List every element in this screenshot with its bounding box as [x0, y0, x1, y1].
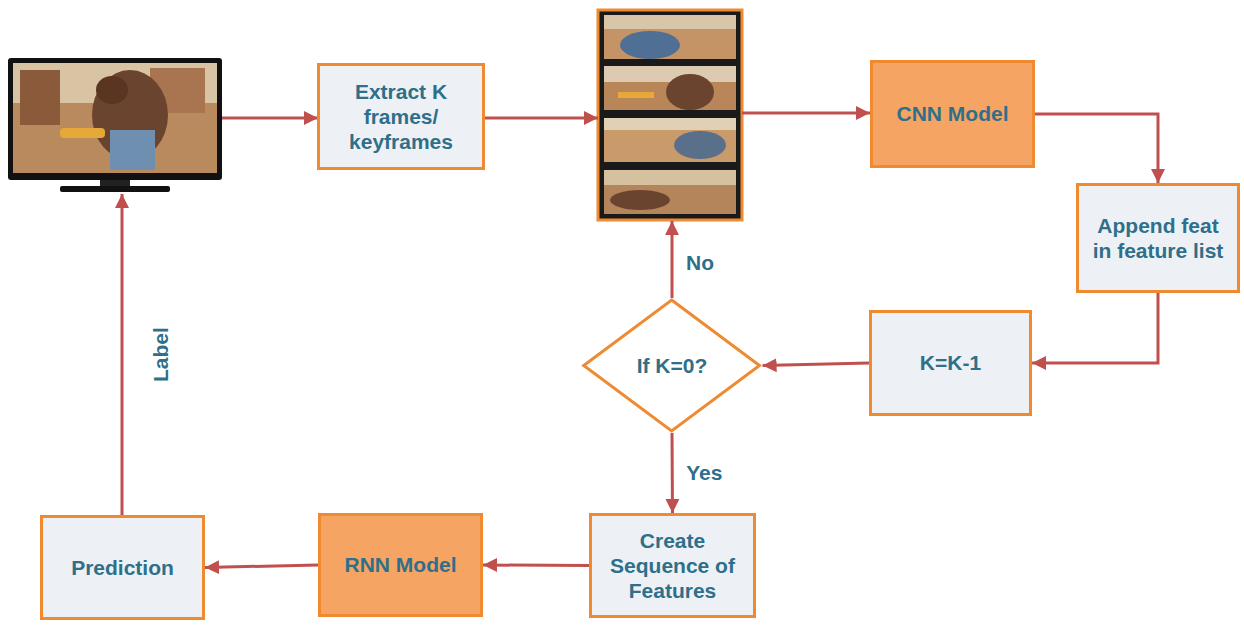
arrow: [222, 117, 318, 120]
static-arrows: [122, 113, 870, 515]
process-box: Create Sequence of Features: [589, 513, 756, 618]
connector-arrow: [1032, 293, 1158, 363]
process-box: Append feat in feature list: [1076, 183, 1240, 293]
decision-diamond: If K=0?: [581, 298, 762, 433]
edge-group: [205, 114, 1158, 568]
node-text: CNN Model: [889, 97, 1017, 130]
connector-arrow: [483, 564, 589, 568]
node-text: RNN Model: [337, 548, 465, 581]
arrow: [484, 117, 598, 120]
model-box: CNN Model: [870, 60, 1035, 168]
process-box: Extract K frames/ keyframes: [317, 63, 485, 170]
arrow: [121, 194, 124, 515]
branch-label: No: [684, 250, 716, 275]
node-text: Extract K frames/ keyframes: [320, 75, 482, 159]
connector-arrow: [671, 433, 675, 513]
connector-arrow: [1035, 114, 1158, 183]
node-text: Append feat in feature list: [1079, 209, 1237, 267]
connector-arrow: [763, 363, 869, 366]
arrow-label: Label: [147, 326, 172, 385]
node-text: If K=0?: [629, 349, 716, 382]
edge-label: Yes: [684, 460, 724, 485]
node-text: K=K-1: [912, 346, 989, 379]
tv-illustration: [8, 58, 222, 192]
arrow: [742, 112, 870, 115]
node-text: Prediction: [63, 551, 182, 584]
frame-strip: [598, 10, 742, 220]
node-text: Create Sequence of Features: [592, 524, 753, 608]
model-box: RNN Model: [318, 513, 483, 617]
arrow: [671, 221, 674, 298]
output-box: Prediction: [40, 515, 205, 620]
connector-arrow: [205, 565, 318, 568]
process-box: K=K-1: [869, 310, 1032, 416]
